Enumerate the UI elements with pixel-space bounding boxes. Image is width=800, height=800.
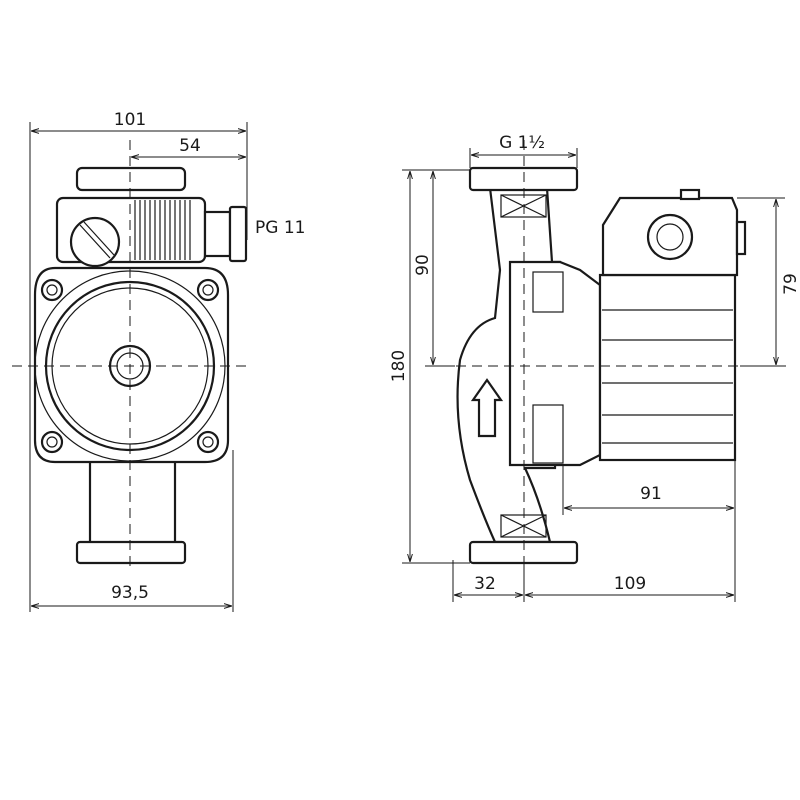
cable-gland-label: PG 11 [255, 218, 305, 238]
dim-label-180: 180 [389, 350, 409, 382]
control-knob-top [75, 166, 187, 192]
dim-label-91: 91 [640, 484, 662, 504]
flange-bottom-front [75, 540, 187, 565]
dim-label-g: G 1½ [499, 133, 545, 153]
dim-label-79: 79 [781, 273, 800, 295]
cable-gland [203, 210, 232, 258]
dim-label-90: 90 [413, 254, 433, 276]
dim-label-101: 101 [114, 110, 146, 130]
side-view: G 1½ 180 90 79 91 32 109 [389, 133, 800, 602]
dim-label-93-5: 93,5 [111, 583, 149, 603]
dim-label-109: 109 [614, 574, 646, 594]
motor-body [598, 273, 737, 462]
pipe-front [88, 453, 177, 547]
front-view: PG 11 101 54 93,5 [12, 110, 305, 612]
cable-gland-side [646, 213, 694, 261]
dim-label-54: 54 [179, 136, 201, 156]
cooling-fins [134, 200, 191, 260]
flow-direction-arrow-icon [470, 378, 504, 438]
bolt-icons [40, 278, 220, 454]
dim-label-32: 32 [474, 574, 496, 594]
